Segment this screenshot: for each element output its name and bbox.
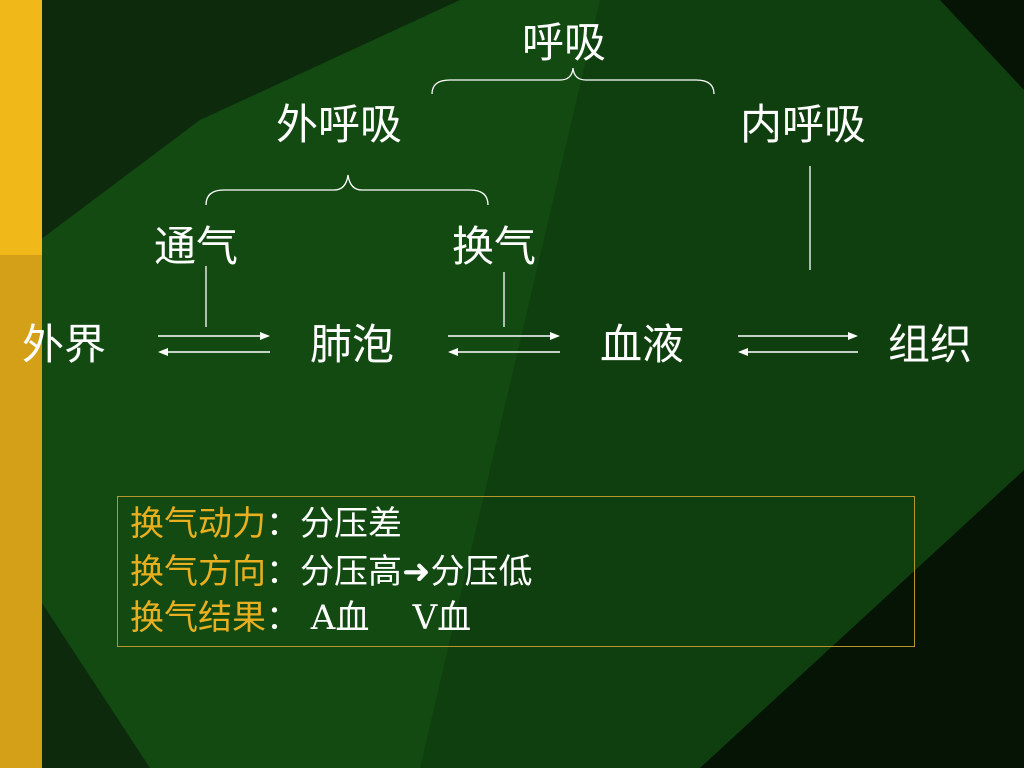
label-respiration: 呼吸 (522, 18, 607, 67)
arrow-pair-3 (738, 332, 858, 356)
node-outside: 外界 (22, 320, 107, 369)
label-ventilation: 通气 (154, 222, 239, 271)
arrow-pair-1 (158, 332, 270, 356)
brace-external-respiration (205, 174, 489, 206)
note-row-direction: 换气方向：分压高➜分压低 (130, 552, 533, 592)
gas-exchange-notes-box: 换气动力：分压差 换气方向：分压高➜分压低 换气结果： A血 V血 (117, 496, 915, 647)
label-internal-respiration: 内呼吸 (740, 100, 867, 149)
label-gas-exchange: 换气 (452, 222, 537, 271)
arrow-pair-2 (448, 332, 560, 356)
note-row-result: 换气结果： A血 V血 (130, 598, 472, 638)
brace-respiration (431, 67, 715, 95)
note-row-driving-force: 换气动力：分压差 (130, 504, 402, 544)
node-tissue: 组织 (888, 320, 973, 369)
node-blood: 血液 (600, 320, 685, 369)
node-alveoli: 肺泡 (310, 320, 395, 369)
label-external-respiration: 外呼吸 (276, 100, 403, 149)
